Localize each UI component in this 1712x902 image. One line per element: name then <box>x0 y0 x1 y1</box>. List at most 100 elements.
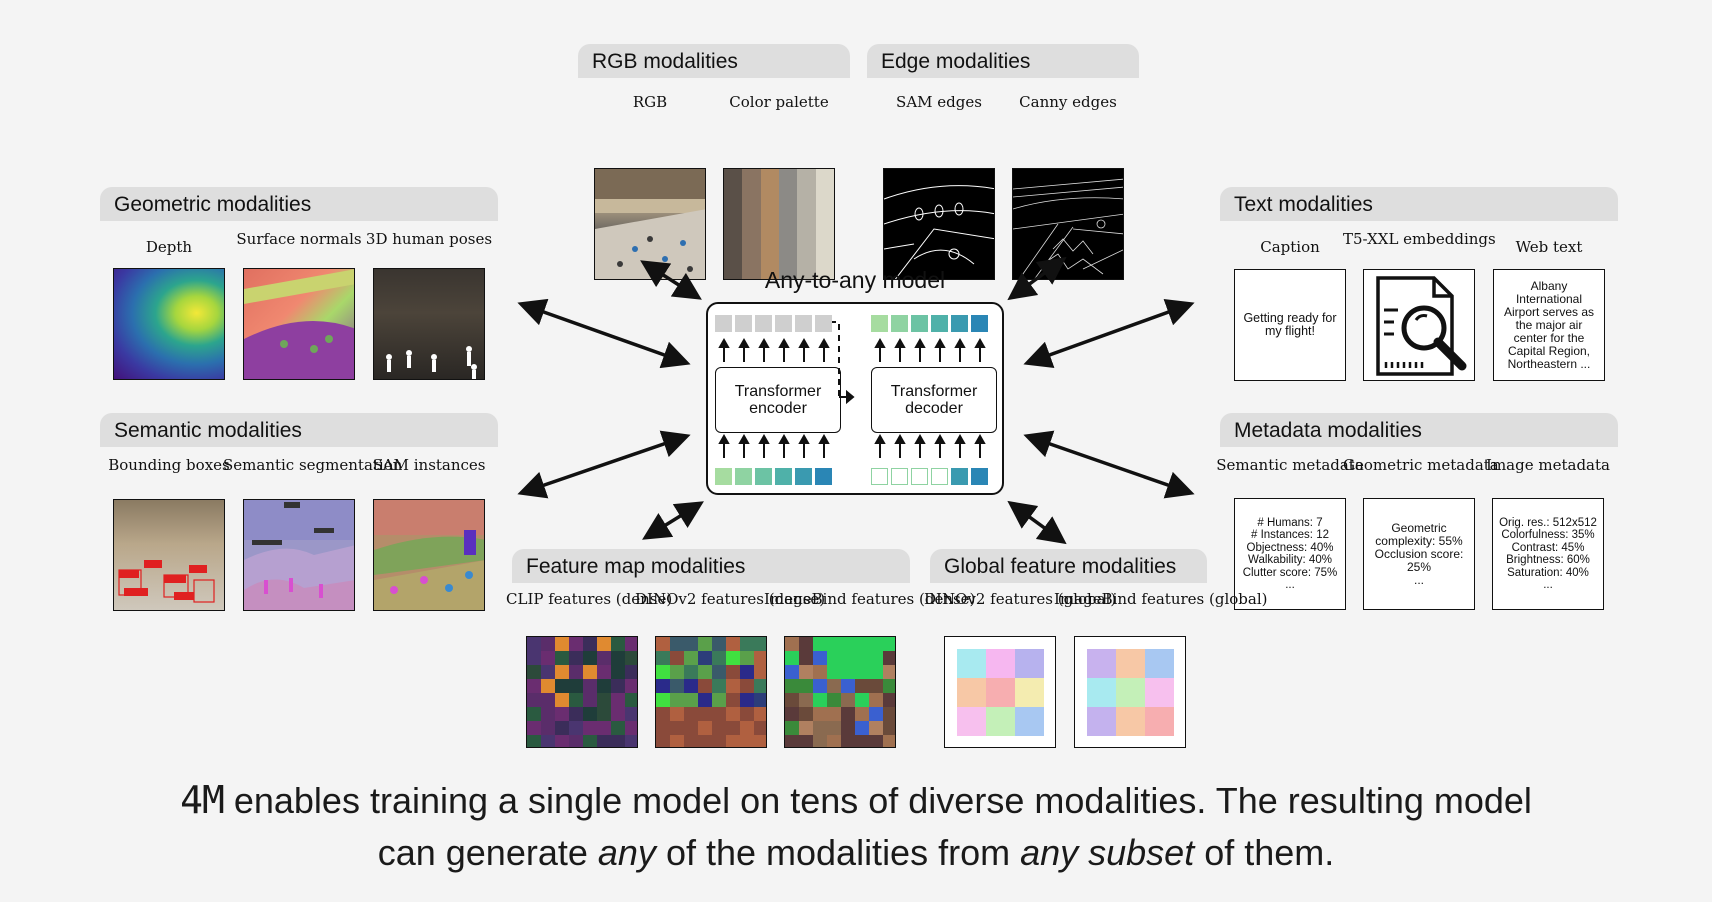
dinov2-global-image <box>944 636 1056 748</box>
caption-line-2-c: of them. <box>1194 832 1335 873</box>
image-metadata-label: Image metadata <box>1486 456 1610 474</box>
up-arrow-head <box>893 433 906 444</box>
geometric-metadata-box: Geometric complexity: 55% Occlusion scor… <box>1363 498 1475 610</box>
brand-4m: 4M <box>180 778 225 822</box>
imagebind-global-image <box>1074 636 1186 748</box>
up-arrow-head <box>973 337 986 348</box>
text-modalities-group: Text modalities Caption Getting ready fo… <box>1220 187 1618 387</box>
semantic-segmentation-image <box>243 499 355 611</box>
up-arrow-head <box>933 337 946 348</box>
up-arrow-head <box>953 337 966 348</box>
geometric-modalities-header: Geometric modalities <box>100 187 498 221</box>
document-search-icon <box>1376 276 1467 376</box>
semantic-metadata-label: Semantic metadata <box>1216 456 1364 474</box>
caption-line-2-a: can generate <box>377 832 598 873</box>
input-token-teal <box>775 468 792 485</box>
output-token-gray <box>795 315 812 332</box>
output-token-gray <box>755 315 772 332</box>
input-token-teal <box>795 468 812 485</box>
up-arrow-head <box>913 337 926 348</box>
up-arrow-head <box>777 433 790 444</box>
human-poses-label: 3D human poses <box>365 230 493 248</box>
image-metadata-box: Orig. res.: 512x512 Colorfulness: 35% Co… <box>1492 498 1604 610</box>
clip-features-image <box>526 636 638 748</box>
input-token-mixed <box>951 468 968 485</box>
input-token-mixed <box>891 468 908 485</box>
up-arrow-head <box>797 433 810 444</box>
sam-instances-label: SAM instances <box>372 456 486 474</box>
edge-modalities-group: Edge modalities SAM edges Canny edges <box>867 44 1139 280</box>
rgb-image <box>594 168 706 280</box>
any-to-any-model: Transformer encoder Transformer decoder <box>706 302 1004 495</box>
output-token-teal <box>971 315 988 332</box>
up-arrow-head <box>757 433 770 444</box>
arrow-geometric <box>517 298 691 369</box>
input-token-mixed <box>911 468 928 485</box>
input-token-teal <box>735 468 752 485</box>
output-token-teal <box>891 315 908 332</box>
t5-embeddings-label: T5-XXL embeddings <box>1343 230 1496 248</box>
semantic-modalities-header: Semantic modalities <box>100 413 498 447</box>
up-arrow-head <box>973 433 986 444</box>
canny-edges-image <box>1012 168 1124 280</box>
arrow-semantic <box>517 430 691 499</box>
output-token-teal <box>931 315 948 332</box>
clip-features-label: CLIP features (dense) <box>506 590 673 608</box>
web-text-box: Albany International Airport serves as t… <box>1493 269 1605 381</box>
caption-line-2-any: any <box>597 832 656 873</box>
imagebind-dense-image <box>784 636 896 748</box>
metadata-modalities-header: Metadata modalities <box>1220 413 1618 447</box>
up-arrow-head <box>757 337 770 348</box>
surface-normals-label: Surface normals <box>236 230 362 248</box>
caption-line-2-b: of the modalities from <box>655 832 1021 873</box>
web-text-label: Web text <box>1515 238 1583 256</box>
sam-edges-image <box>883 168 995 280</box>
depth-image <box>113 268 225 380</box>
output-token-gray <box>735 315 752 332</box>
output-token-gray <box>715 315 732 332</box>
output-token-teal <box>951 315 968 332</box>
color-palette-image <box>723 168 835 280</box>
edge-modalities-header: Edge modalities <box>867 44 1139 78</box>
sam-instances-image <box>373 499 485 611</box>
up-arrow-head <box>873 337 886 348</box>
geometric-modalities-group: Geometric modalities Depth Surface norma… <box>100 187 498 387</box>
up-arrow-head <box>873 433 886 444</box>
caption-line-2: can generate any of the modalities from … <box>0 828 1712 878</box>
output-token-teal <box>911 315 928 332</box>
color-palette-label: Color palette <box>729 93 829 111</box>
up-arrow-head <box>953 433 966 444</box>
geometric-metadata-label: Geometric metadata <box>1343 456 1499 474</box>
metadata-modalities-group: Metadata modalities Semantic metadata # … <box>1216 413 1618 613</box>
surface-normals-image <box>243 268 355 380</box>
dinov2-global-label: DINOv2 features (global) <box>924 590 1117 608</box>
up-arrow-head <box>717 337 730 348</box>
depth-label: Depth <box>145 238 193 256</box>
imagebind-dense-label: ImageBind features (dense) <box>764 590 976 608</box>
semantic-segmentation-label: Semantic segmentation <box>223 456 403 474</box>
arrow-global <box>1007 500 1067 545</box>
up-arrow-head <box>913 433 926 444</box>
up-arrow-head <box>817 433 830 444</box>
dinov2-dense-label: DINOv2 features (dense) <box>635 590 826 608</box>
bounding-boxes-label: Bounding boxes <box>108 456 230 474</box>
arrow-metadata <box>1023 430 1195 499</box>
featuremap-modalities-header: Feature map modalities <box>512 549 910 583</box>
rgb-modalities-header: RGB modalities <box>578 44 850 78</box>
human-poses-image <box>373 268 485 380</box>
input-token-teal <box>815 468 832 485</box>
caption-line-2-any-subset: any subset <box>1020 832 1195 873</box>
input-token-mixed <box>931 468 948 485</box>
imagebind-global-label: ImageBind features (global) <box>1054 590 1268 608</box>
caption-line-1-text: enables training a single model on tens … <box>223 780 1532 821</box>
bounding-boxes-image <box>113 499 225 611</box>
model-title: Any-to-any model <box>764 267 946 293</box>
caption-text-box: Getting ready for my flight! <box>1234 269 1346 381</box>
up-arrow-head <box>737 337 750 348</box>
arrow-featuremap <box>642 501 704 540</box>
t5-embeddings-tile <box>1363 269 1475 381</box>
output-token-teal <box>871 315 888 332</box>
caption-line-1: 4M enables training a single model on te… <box>0 775 1712 826</box>
sam-edges-label: SAM edges <box>896 93 982 111</box>
arrow-text <box>1023 298 1195 369</box>
